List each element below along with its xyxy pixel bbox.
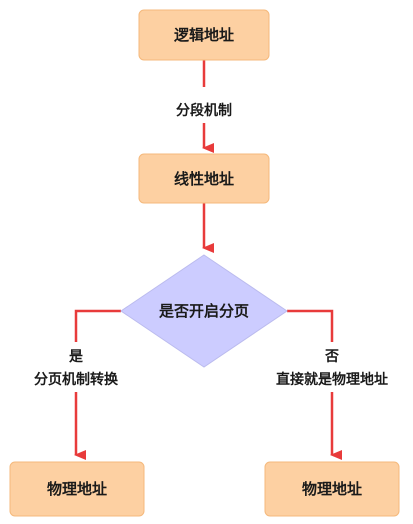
edge-label-yes: 是 — [69, 349, 84, 365]
node-physical-address-right-label: 物理地址 — [302, 480, 362, 498]
edge-label-no-detail: 直接就是物理地址 — [276, 371, 388, 388]
edge-decision-yes: 是 分页机制转换 — [34, 309, 121, 460]
edge-decision-no: 否 直接就是物理地址 — [276, 309, 388, 460]
edge-logical-to-linear: 分段机制 — [176, 60, 232, 153]
node-logical-address: 逻辑地址 — [138, 9, 270, 61]
edge-label-no: 否 — [324, 349, 339, 365]
node-linear-address-label: 线性地址 — [174, 170, 234, 188]
node-physical-address-left-label: 物理地址 — [47, 480, 107, 498]
node-decision-label: 是否开启分页 — [158, 302, 249, 320]
node-decision: 是否开启分页 — [120, 254, 288, 368]
edge-label-yes-detail: 分页机制转换 — [34, 371, 119, 388]
node-logical-address-label: 逻辑地址 — [174, 26, 234, 44]
node-physical-address-right: 物理地址 — [264, 461, 400, 517]
edge-label-segmentation: 分段机制 — [176, 102, 232, 119]
node-physical-address-left: 物理地址 — [9, 461, 145, 517]
node-linear-address: 线性地址 — [138, 153, 270, 204]
